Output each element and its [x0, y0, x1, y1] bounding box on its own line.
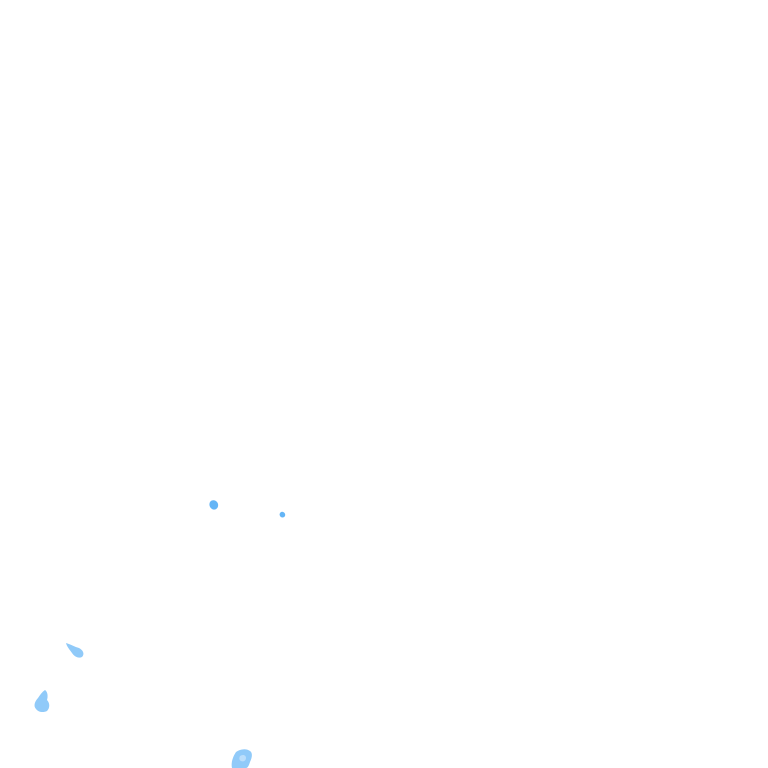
water-body	[239, 754, 246, 762]
water-body	[34, 690, 50, 713]
water-body	[209, 500, 219, 510]
water-body	[279, 511, 286, 518]
water-body	[66, 643, 84, 658]
